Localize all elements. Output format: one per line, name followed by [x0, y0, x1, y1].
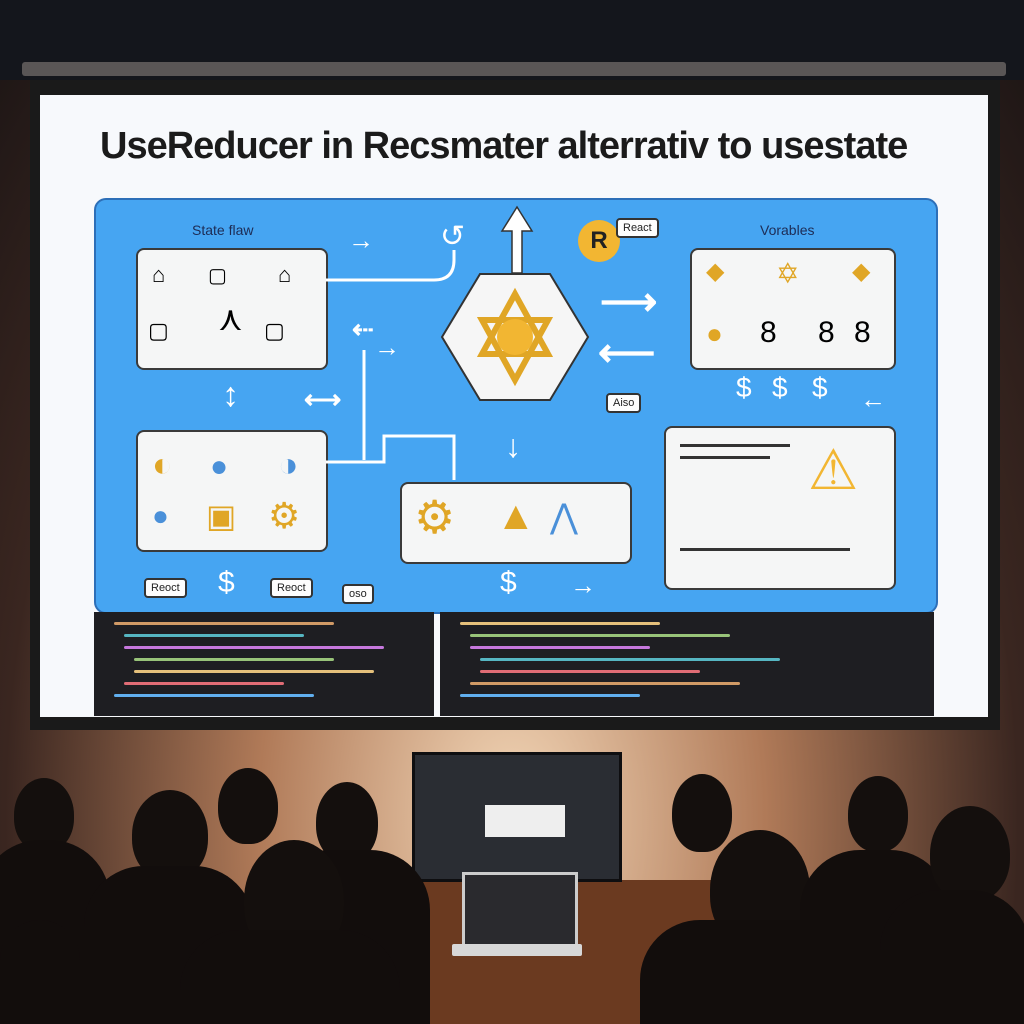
code-panel-right — [440, 612, 934, 716]
connector-lines — [326, 250, 456, 480]
cycle-icon: ↺ — [440, 220, 466, 253]
react-tag-left: Reoct — [144, 578, 187, 598]
react-tag-right: Reoct — [270, 578, 313, 598]
arrow-right-icon: → — [374, 332, 400, 362]
arrow-vertical-icon: ↕ — [222, 376, 239, 414]
shape-icon: ◑ — [278, 446, 299, 484]
box-icon: ▢ — [208, 265, 227, 287]
dollar-icon: $ — [736, 372, 752, 403]
dollar-icon: $ — [500, 566, 517, 599]
node-icon: ⌂ — [152, 262, 166, 287]
hooks-card: ◐ ● ◑ ● ▣ ⚙ — [136, 430, 328, 552]
variables-label: Vorables — [760, 222, 815, 238]
state-flow-label: State flaw — [192, 222, 254, 238]
reducer-hexagon — [440, 273, 590, 401]
chain-icon: 8 — [760, 316, 777, 349]
drop-icon: ◆ — [706, 258, 725, 285]
graph-icon: ⋀ — [550, 498, 578, 536]
cone-icon: ▲ — [496, 494, 536, 538]
slide-title: UseReducer in Recsmater alterrativ to us… — [100, 125, 908, 167]
oso-tag: oso — [342, 584, 374, 604]
text-line — [680, 456, 770, 459]
drop-icon: ◆ — [852, 258, 871, 285]
text-line — [680, 444, 790, 447]
variables-card: ◆ ✡ ◆ ● 8 8 8 — [690, 248, 896, 370]
tree-icon: ⋏ — [218, 300, 243, 338]
arrow-bidirectional-icon: ⟷ — [304, 384, 342, 414]
chain-icon: 8 — [818, 316, 835, 349]
dollar-icon: $ — [812, 372, 828, 403]
arrow-down-icon: ↓ — [505, 428, 521, 464]
chain-icon: 8 — [854, 316, 871, 349]
blob-icon: ● — [210, 450, 229, 483]
arrow-right-icon: → — [348, 225, 374, 255]
shape-icon: ◐ — [152, 446, 173, 484]
gear-icon: ⚙ — [414, 491, 456, 543]
laptop-base — [452, 944, 582, 956]
box-icon: ▢ — [148, 318, 169, 343]
also-tag: Aiso — [606, 393, 642, 413]
dollar-icon: $ — [218, 566, 235, 599]
arrow-right-icon: → — [570, 570, 596, 600]
blob-icon: ● — [152, 500, 169, 531]
react-badge-icon: R — [578, 220, 620, 262]
warning-icon: ⚠ — [808, 438, 859, 501]
warning-card: ⚠ — [664, 426, 896, 590]
monitor — [412, 752, 622, 882]
star-icon: ✡ — [776, 258, 800, 289]
circle-icon: ● — [706, 318, 723, 349]
gear-icon: ⚙ — [268, 495, 301, 536]
text-line — [680, 548, 850, 551]
box-icon: ▢ — [264, 318, 285, 343]
arrow-left-icon: ⇠ — [352, 314, 374, 344]
components-card: ⌂ ▢ ⌂ ⋏ ▢ ▢ — [136, 248, 328, 370]
arrow-left-icon: ⟵ — [598, 331, 656, 375]
arrow-left-icon: ← — [860, 384, 886, 414]
actions-card: ⚙ ▲ ⋀ — [400, 482, 632, 564]
up-arrow-icon — [500, 205, 534, 274]
react-tag: React — [616, 218, 659, 238]
dollar-icon: $ — [772, 372, 788, 403]
node-icon: ⌂ — [278, 262, 292, 287]
arrow-right-icon: ⟶ — [600, 280, 658, 324]
code-panel-left — [94, 612, 434, 716]
projector-rail — [22, 62, 1006, 76]
laptop — [462, 872, 578, 948]
doc-icon: ▣ — [206, 498, 237, 534]
